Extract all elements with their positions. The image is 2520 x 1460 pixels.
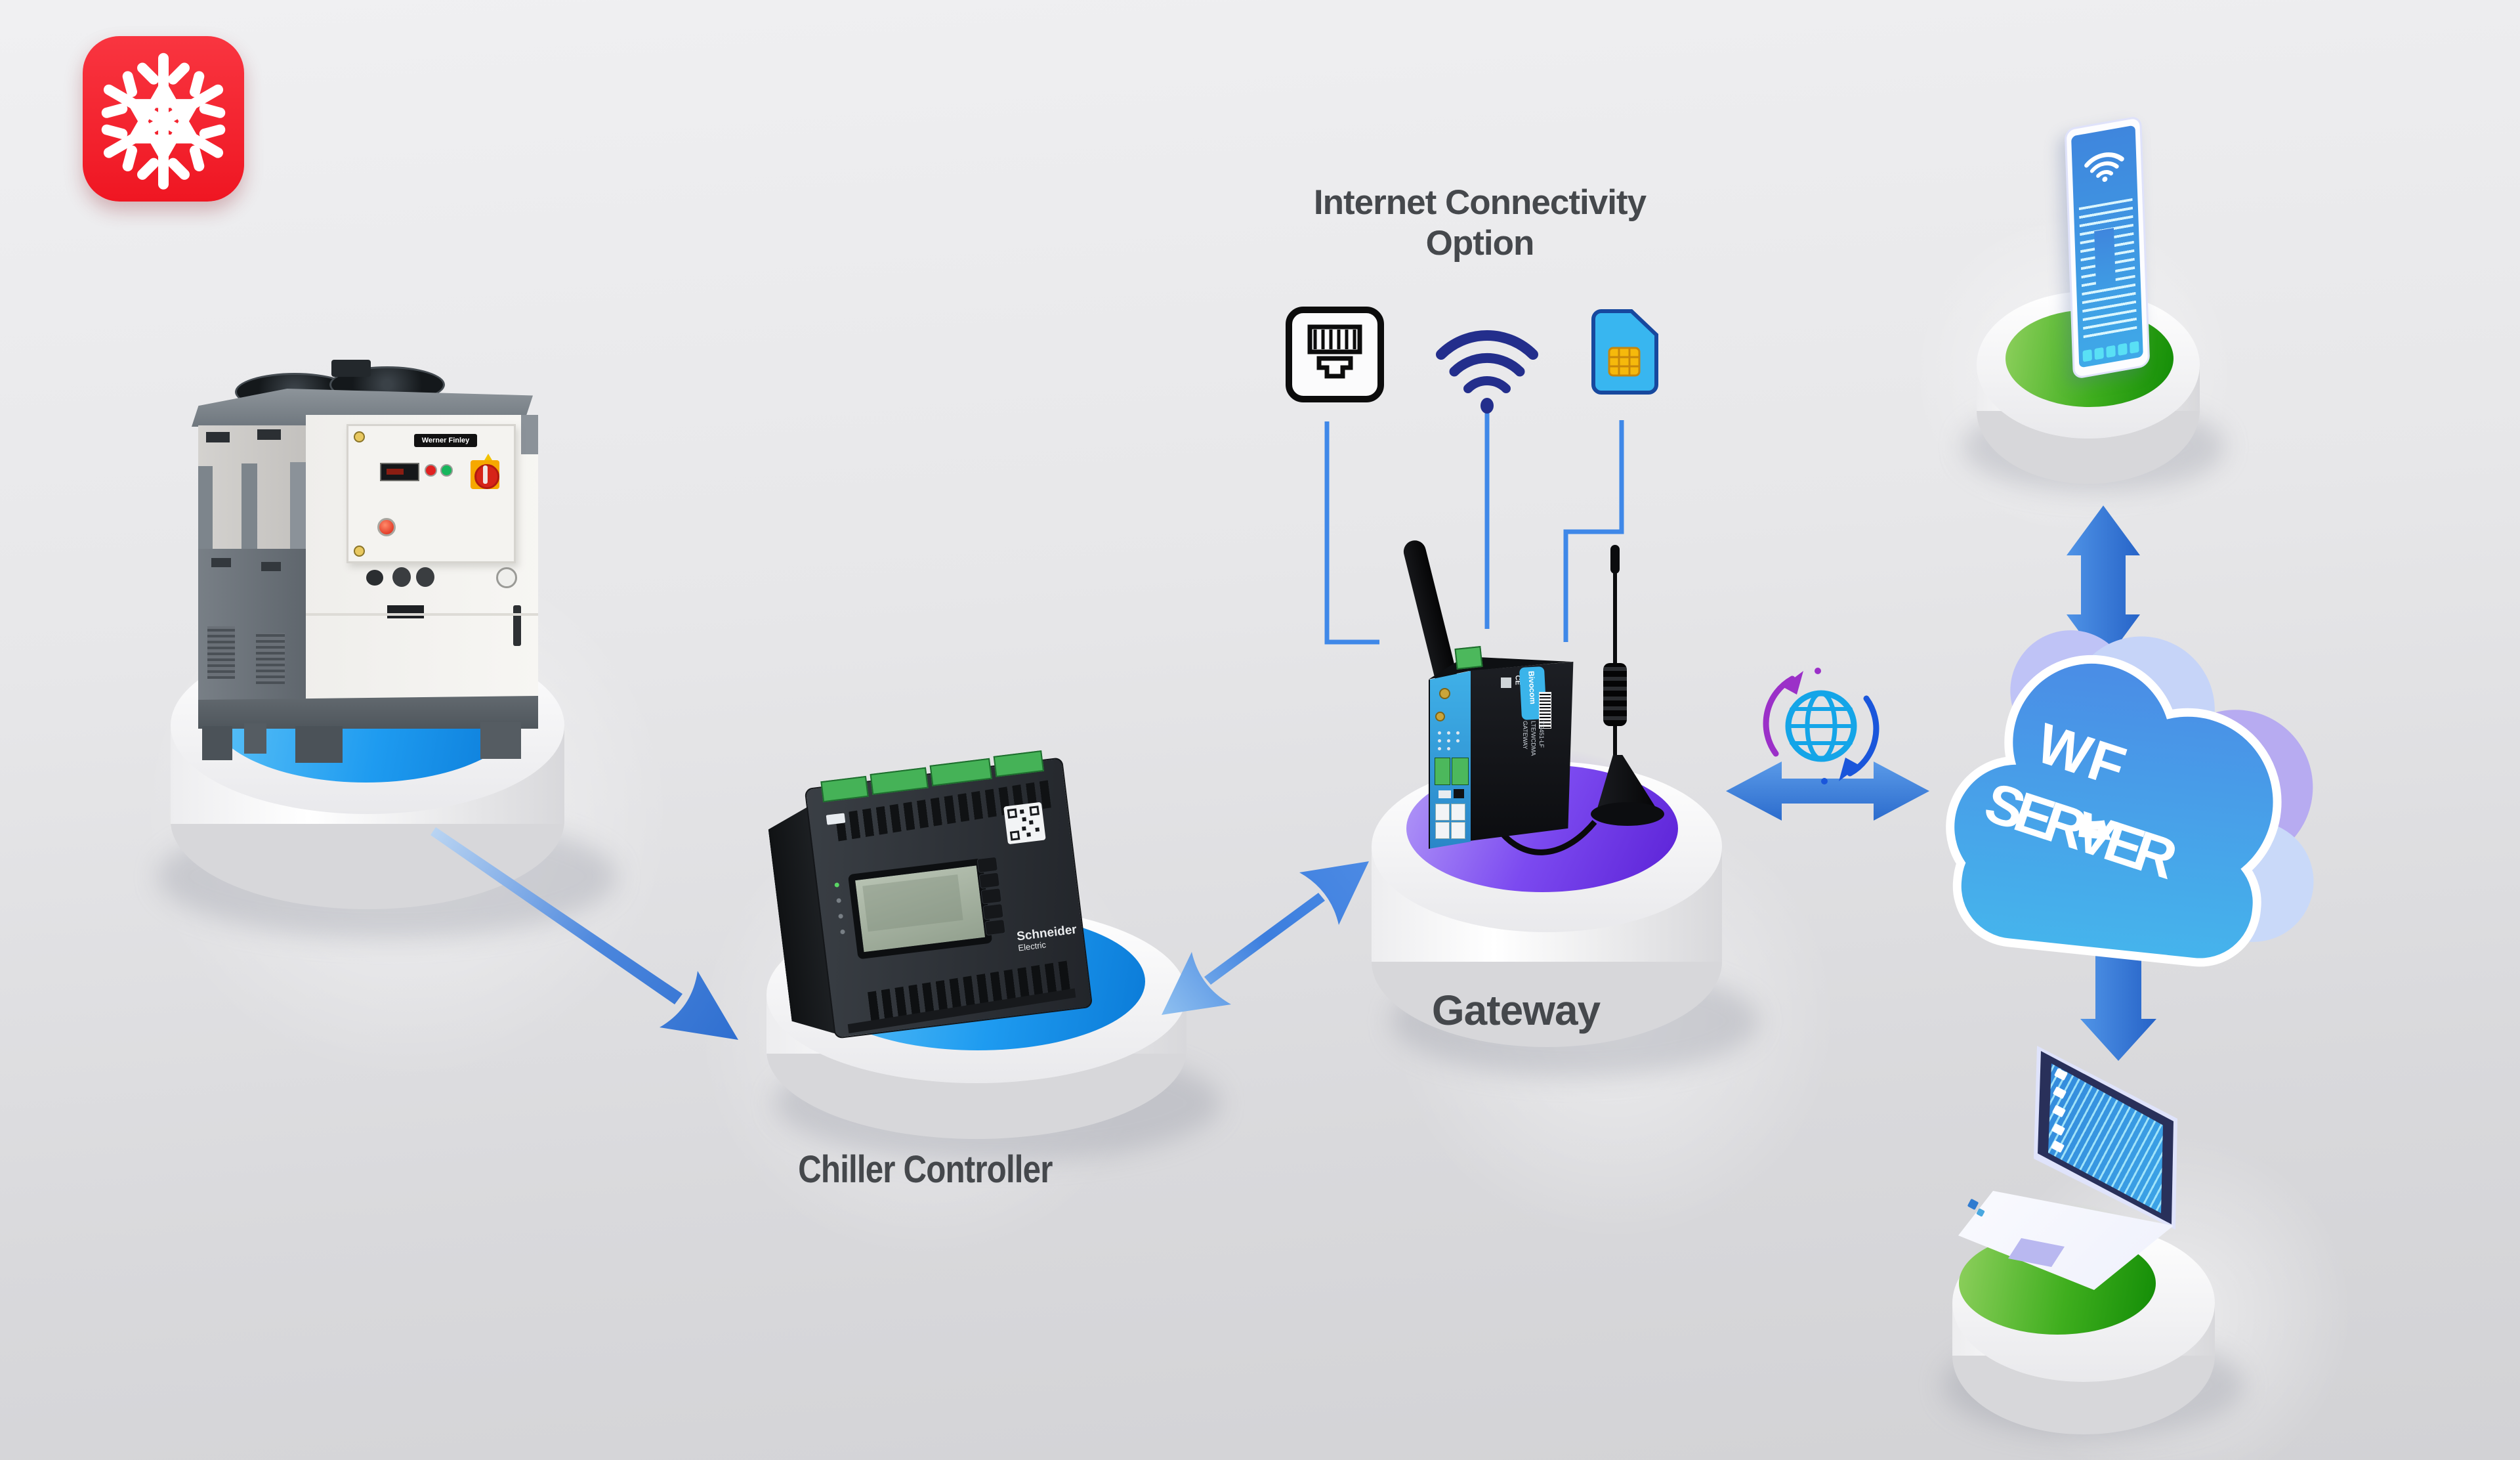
wf-server-cloud: WF SERVER: [1946, 630, 2314, 967]
snowflake-app-icon[interactable]: [83, 36, 244, 202]
controller-lcd-screen: [847, 858, 993, 960]
terminal-block: [929, 758, 992, 786]
chiller-control-panel: Werner Finley: [346, 424, 516, 563]
gateway-side-face: CE Bivocom TG451-LF LTE/WCDMA GATEWAY: [1469, 662, 1574, 841]
chiller-controller-label: Chiller Controller: [798, 1148, 1053, 1191]
qr-code-icon: [1003, 802, 1046, 845]
ethernet-port: [1451, 804, 1465, 821]
gateway-label: Gateway: [1431, 987, 1601, 1034]
top-terminal-block: [1454, 645, 1483, 670]
laptop: [1956, 1044, 2192, 1306]
terminal-block: [870, 767, 929, 795]
main-switch[interactable]: [471, 460, 499, 489]
terminal-block: [820, 775, 869, 803]
usb-port: [1438, 790, 1451, 798]
smartphone: [2064, 115, 2151, 380]
ethernet-connector-line: [1324, 421, 1379, 645]
panel-button-green[interactable]: [440, 464, 453, 477]
gateway-front-face: [1429, 671, 1471, 849]
pipe-fitting: [366, 570, 383, 586]
snowflake-glyph: [101, 53, 226, 190]
ethernet-port-icon: [1286, 307, 1384, 402]
ethernet-port: [1435, 804, 1450, 821]
door-handle: [513, 605, 521, 646]
terminal-block: [1435, 758, 1450, 785]
connector-lines: [1324, 403, 1624, 645]
qr-code-icon: [1501, 677, 1511, 688]
phone-nav-buttons[interactable]: [2082, 341, 2139, 362]
arrow-gateway-cloud: [1726, 762, 1929, 821]
phone-wifi-icon: [2084, 152, 2124, 182]
chiller-leg: [202, 726, 232, 760]
globe-sync-icon: [1763, 668, 1880, 784]
chiller-controller-device: Schneider Electric: [774, 750, 1102, 1063]
pipe-fitting: [392, 567, 411, 587]
chiller-leg: [244, 723, 266, 754]
panel-screw: [354, 546, 365, 557]
chiller-leg: [480, 722, 521, 759]
panel-display: [380, 463, 419, 481]
laptop-logo-icon: [1967, 1198, 1979, 1211]
terminal-block: [993, 750, 1044, 777]
controller-brand: Schneider Electric: [1016, 922, 1078, 953]
sma-connector: [1439, 688, 1450, 699]
ethernet-port: [1454, 789, 1464, 798]
chiller-brand-badge: Werner Finley: [414, 434, 477, 447]
wifi-icon: [1436, 330, 1538, 414]
chiller-leg: [295, 726, 343, 763]
fan-motor: [331, 360, 371, 377]
internet-connectivity-title: Internet Connectivity Option: [1313, 183, 1647, 263]
terminal-block: [1452, 758, 1469, 785]
ethernet-port: [1435, 822, 1450, 839]
gateway-device: CE Bivocom TG451-LF LTE/WCDMA GATEWAY: [1401, 532, 1680, 860]
chiller-unit: Werner Finley: [184, 354, 551, 775]
chiller-left-face: [198, 425, 306, 700]
arrow-controller-gateway: [1162, 861, 1369, 1015]
vent-slot: [387, 605, 424, 618]
panel-button-red[interactable]: [425, 464, 437, 477]
arrow-chiller-to-controller: [430, 827, 738, 1040]
panel-screw: [354, 431, 365, 442]
controller-body: Schneider Electric: [804, 750, 1093, 1039]
chiller-front-face: Werner Finley: [306, 415, 538, 700]
sim-connector-line: [1563, 420, 1624, 642]
sim-card-icon: [1591, 309, 1658, 395]
gateway-model-text: TG451-LF LTE/WCDMA GATEWAY: [1521, 721, 1545, 756]
pipe-fitting: [416, 567, 434, 587]
sma-connector: [1435, 712, 1445, 721]
pilot-lamp: [377, 518, 396, 536]
ethernet-port: [1451, 822, 1465, 839]
cloud-front-layer: [1954, 663, 2273, 958]
phone-screen[interactable]: [2071, 125, 2143, 368]
pressure-gauge-icon: [496, 567, 517, 588]
